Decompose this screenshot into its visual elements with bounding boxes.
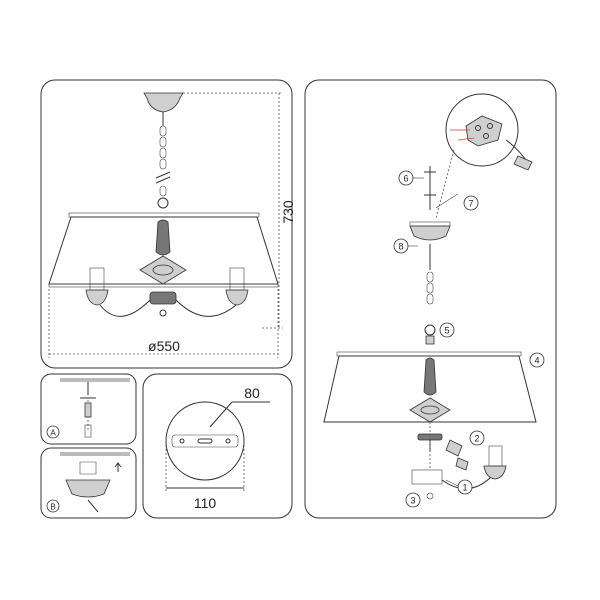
ceiling-surface	[60, 378, 130, 382]
panel-dimensions: 730 ø550	[40, 79, 296, 369]
panel-mounting-plate-frame	[142, 373, 293, 519]
step-8-callout: 8	[393, 238, 418, 254]
panel-dimensions-frame	[40, 79, 293, 369]
panel-mounting-plate: 80 110	[142, 373, 293, 519]
step-1-callout: 1	[445, 479, 473, 495]
ceiling-surface-b	[60, 452, 130, 456]
lamp-arms	[85, 267, 249, 317]
suspension-chain	[155, 112, 171, 209]
diameter-dimension: ø550	[48, 289, 279, 358]
height-value: 730	[280, 200, 296, 224]
mounting-bar	[171, 434, 239, 448]
step-5-callout: 5	[439, 322, 455, 338]
ceiling-canopy	[143, 92, 184, 113]
step-a-label: A	[50, 429, 56, 438]
step-7-label: 7	[468, 199, 473, 209]
step-7-callout: 7	[463, 195, 479, 211]
step-b-label: B	[50, 503, 55, 512]
diameter-value: ø550	[148, 338, 180, 354]
plate-large-value: 110	[194, 495, 217, 511]
step-2-callout: 2	[469, 430, 485, 446]
step-6-callout: 6	[398, 170, 424, 186]
assembly-shade	[323, 351, 537, 490]
panel-step-a: A	[40, 373, 137, 445]
step-6-label: 6	[403, 174, 408, 184]
step-a-badge	[46, 425, 60, 439]
panel-assembly-frame	[304, 79, 557, 519]
assembly-canopy	[409, 166, 459, 345]
step-3-callout: 3	[405, 492, 434, 508]
panel-step-b: B	[40, 447, 137, 519]
step-4-label: 4	[534, 356, 539, 366]
step-2-label: 2	[474, 434, 479, 444]
height-dimension: 730	[183, 92, 296, 329]
step-b-badge	[46, 499, 60, 513]
wiring-detail	[435, 93, 533, 219]
mounting-plate-circle	[165, 401, 245, 481]
step-8-label: 8	[398, 242, 403, 252]
step-1-label: 1	[462, 483, 467, 493]
panel-step-a-frame	[40, 373, 137, 445]
central-column	[139, 219, 187, 317]
panel-assembly: 6 7 8 5 4 2 1 3	[304, 79, 557, 519]
step-4-callout: 4	[529, 352, 545, 368]
step-3-label: 3	[410, 496, 415, 506]
plate-small-value: 80	[244, 385, 260, 401]
step-5-label: 5	[444, 326, 449, 336]
panel-step-b-frame	[40, 447, 137, 519]
